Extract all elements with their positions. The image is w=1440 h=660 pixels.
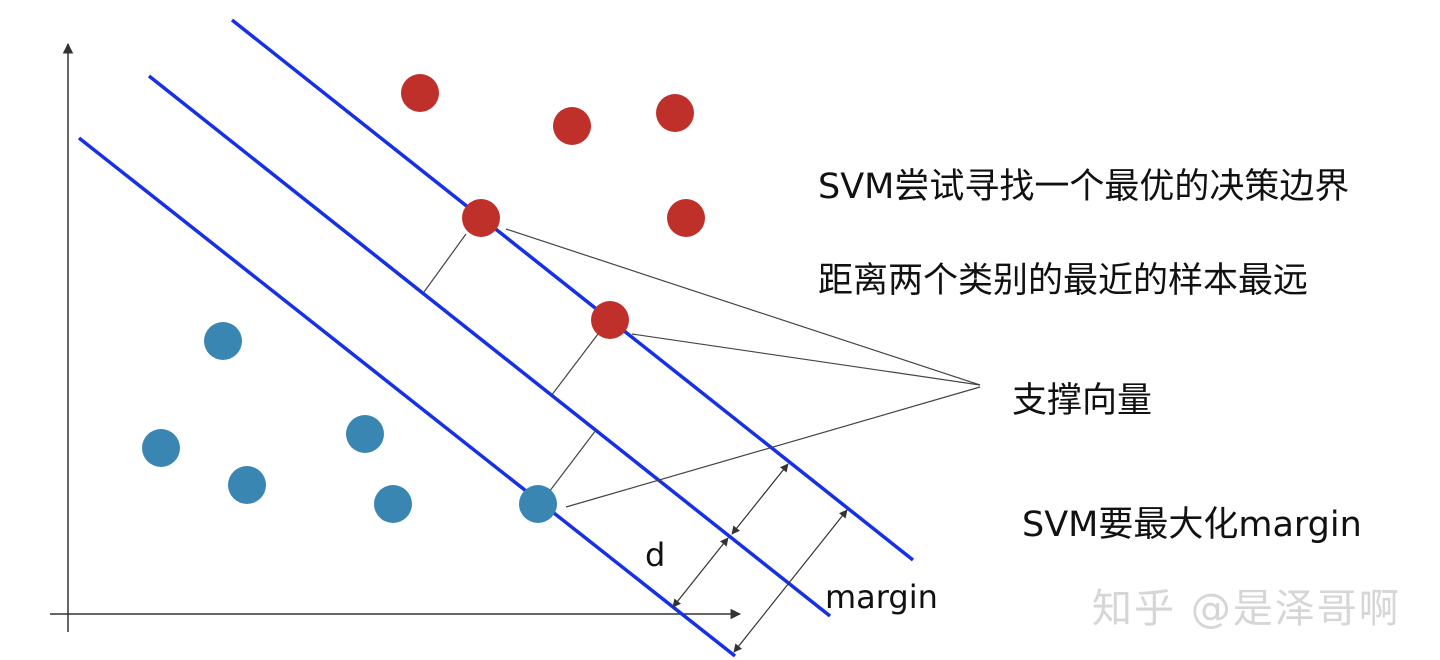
blue-point: [204, 322, 242, 360]
blue-point: [142, 429, 180, 467]
maximize-margin-text: SVM要最大化margin: [1022, 505, 1362, 545]
red-point: [553, 107, 591, 145]
margin-arrow: [733, 509, 848, 653]
lower-margin-line: [77, 136, 737, 658]
support-vectors-label: 支撑向量: [1012, 381, 1153, 421]
decision-boundary-line: [147, 74, 832, 618]
perpendicular-line: [550, 333, 599, 397]
connector-line: [631, 333, 981, 386]
title-text: SVM尝试寻找一个最优的决策边界: [818, 167, 1350, 207]
red-point: [656, 94, 694, 132]
connector-line: [505, 228, 981, 386]
d-arrow: [672, 537, 729, 608]
blue-point: [374, 485, 412, 523]
distance-arrows: [672, 463, 848, 653]
blue-support-vector: [519, 485, 557, 523]
upper-margin-line: [230, 18, 915, 562]
perpendicular-line: [423, 233, 467, 293]
red-class-points: [401, 74, 705, 339]
margin-label: margin: [825, 578, 938, 616]
watermark: 知乎 @是泽哥啊: [1092, 586, 1401, 632]
half-margin-arrow: [731, 463, 789, 535]
red-support-vector: [462, 199, 500, 237]
connector-line: [565, 386, 981, 508]
subtitle-text: 距离两个类别的最近的样本最远: [818, 261, 1309, 301]
d-label: d: [645, 536, 666, 574]
red-point: [667, 199, 705, 237]
red-support-vector: [591, 301, 629, 339]
blue-point: [346, 415, 384, 453]
perpendicular-line: [548, 429, 597, 493]
axes: [50, 42, 742, 632]
boundary-lines: [77, 18, 915, 658]
blue-point: [228, 466, 266, 504]
red-point: [401, 74, 439, 112]
connector-lines: [423, 228, 981, 508]
blue-class-points: [142, 322, 557, 523]
